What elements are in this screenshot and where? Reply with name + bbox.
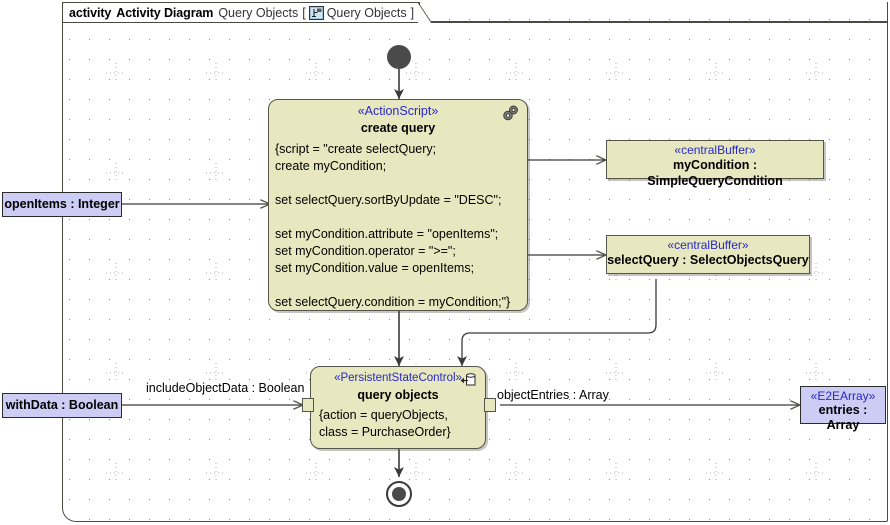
- edge-label-object-entries: objectEntries : Array: [497, 388, 609, 402]
- create-query-body: {script = "create selectQuery; create my…: [269, 136, 527, 311]
- edge-label-include-object-data: includeObjectData : Boolean: [146, 381, 304, 395]
- frame-close-bracket: ]: [411, 6, 414, 20]
- activity-final-inner: [392, 487, 406, 501]
- activity-final-node[interactable]: [386, 481, 412, 507]
- query-objects-body: {action = queryObjects, class = Purchase…: [311, 403, 485, 441]
- parameter-node-open-items[interactable]: openItems : Integer: [2, 192, 122, 217]
- central-buffer-select-query[interactable]: «centralBuffer» selectQuery : SelectObje…: [606, 235, 810, 274]
- frame-name: Query Objects: [218, 6, 298, 20]
- frame-tab-label: Query Objects: [327, 6, 407, 20]
- query-objects-input-pin[interactable]: [302, 398, 314, 412]
- entries-label: entries : Array: [801, 403, 885, 433]
- select-query-stereotype: «centralBuffer»: [607, 236, 809, 252]
- frame-header: activity Activity Diagram Query Objects …: [62, 2, 420, 22]
- persistent-state-icon: [459, 372, 477, 389]
- create-query-stereotype: «ActionScript»: [269, 100, 527, 119]
- parameter-node-with-data[interactable]: withData : Boolean: [2, 393, 122, 418]
- frame-keyword: activity: [69, 6, 111, 20]
- my-condition-stereotype: «centralBuffer»: [607, 141, 823, 157]
- action-node-create-query[interactable]: «ActionScript» create query {script = "c…: [268, 99, 528, 311]
- frame-type-label: Activity Diagram: [116, 6, 213, 20]
- parameter-node-entries[interactable]: «E2EArray» entries : Array: [800, 386, 886, 424]
- entries-stereotype: «E2EArray»: [801, 387, 885, 403]
- with-data-label: withData : Boolean: [6, 398, 119, 413]
- central-buffer-my-condition[interactable]: «centralBuffer» myCondition : SimpleQuer…: [606, 140, 824, 179]
- action-node-query-objects[interactable]: «PersistentStateControl» query objects {…: [310, 366, 486, 449]
- create-query-title: create query: [269, 119, 527, 136]
- activity-diagram-icon: [309, 6, 324, 20]
- my-condition-title: myCondition : SimpleQueryCondition: [607, 157, 823, 189]
- initial-node[interactable]: [387, 45, 411, 69]
- query-objects-output-pin[interactable]: [484, 398, 496, 412]
- gears-icon: [502, 105, 520, 121]
- open-items-label: openItems : Integer: [4, 197, 119, 212]
- select-query-title: selectQuery : SelectObjectsQuery: [607, 252, 809, 268]
- frame-open-bracket: [: [302, 6, 305, 20]
